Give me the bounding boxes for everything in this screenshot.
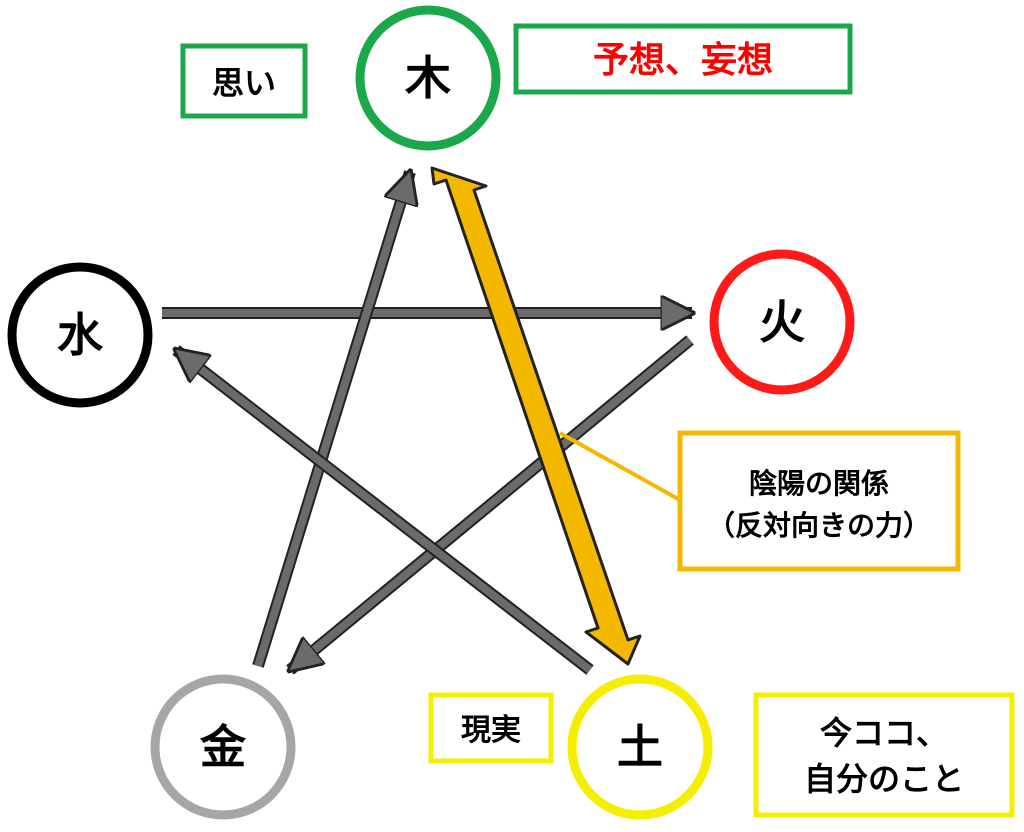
- reality-box: [428, 692, 554, 764]
- yinyang-callout-line: [559, 431, 681, 502]
- yinyang-text-line2: （反対向きの力）: [707, 509, 931, 542]
- metal-label: 金: [199, 720, 247, 774]
- fire-label: 火: [759, 295, 805, 349]
- water-circle: [7, 262, 153, 408]
- prediction-box: [513, 23, 853, 95]
- earth-circle: [567, 674, 713, 820]
- now-text-line1: 今ココ、: [820, 714, 948, 752]
- now-box: [753, 692, 1015, 818]
- control-arrows: [162, 172, 692, 675]
- yinyang-box: [677, 430, 961, 572]
- fire-circle: [709, 249, 855, 395]
- prediction-text: 予想、妄想: [593, 40, 773, 81]
- wood-label: 木: [405, 51, 451, 105]
- earth-label: 土: [617, 720, 663, 774]
- wood-circle: [355, 5, 501, 151]
- metal-circle: [150, 674, 296, 820]
- thought-box: [180, 43, 308, 119]
- water-label: 水: [57, 308, 104, 362]
- yinyang-arrow: [430, 166, 642, 666]
- now-text-line2: 自分のこと: [804, 760, 964, 798]
- yinyang-text-line1: 陰陽の関係: [749, 467, 889, 500]
- reality-text: 現実: [461, 713, 521, 748]
- thought-text: 思い: [212, 64, 276, 102]
